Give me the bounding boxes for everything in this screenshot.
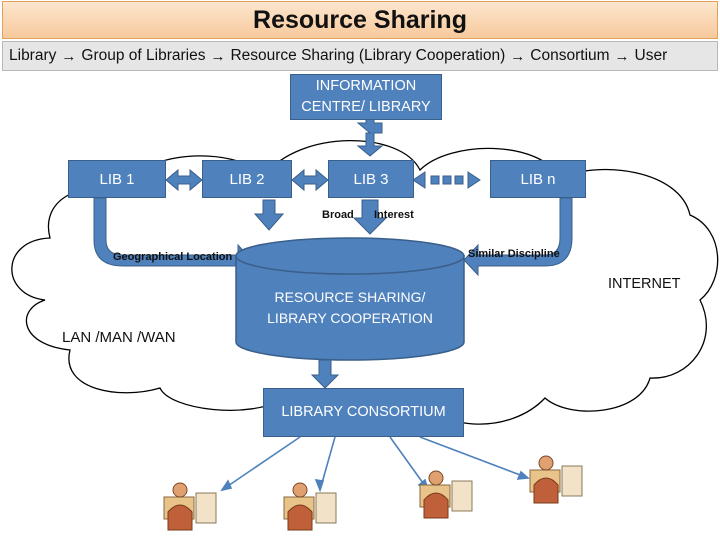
flow-step: Group of Libraries [81,47,206,64]
arrow-right-icon: → [614,47,630,65]
geographical-location-label: Geographical Location [113,251,233,263]
lib1-label: LIB 1 [99,170,135,188]
broad-label: Broad [322,209,354,221]
resource-sharing-cylinder-icon [235,237,465,361]
slide-title-bar: Resource Sharing [2,1,718,39]
lib1-box: LIB 1 [68,160,166,198]
user-icon [283,482,337,531]
interest-label: Interest [374,209,414,221]
info-centre-line: CENTRE/ LIBRARY [301,99,431,115]
resource-sharing-line: LIBRARY COOPERATION [267,310,433,326]
user-icon [163,482,217,531]
library-consortium-box: LIBRARY CONSORTIUM [263,388,464,437]
libn-box: LIB n [490,160,586,198]
internet-label: INTERNET [608,276,681,292]
library-consortium-label: LIBRARY CONSORTIUM [281,404,446,420]
resource-sharing-label: RESOURCE SHARING/ LIBRARY COOPERATION [236,287,464,329]
flow-step: Resource Sharing (Library Cooperation) [230,47,506,64]
lib2-label: LIB 2 [229,170,265,188]
libn-label: LIB n [520,170,556,188]
resource-sharing-line: RESOURCE SHARING/ [274,289,426,305]
flow-step: Consortium [530,47,610,64]
flow-breadcrumb: Library → Group of Libraries → Resource … [2,41,718,71]
information-centre-box: INFORMATION CENTRE/ LIBRARY [290,74,442,120]
cylinder-consortium-arrow-icon [310,359,340,389]
arrow-right-icon: → [510,47,526,65]
lib3-label: LIB 3 [353,170,389,188]
ellipsis-connector-icon [412,171,481,189]
info-centre-line: INFORMATION [315,78,417,94]
network-label: LAN /MAN /WAN [62,329,176,346]
user-connector-lines [220,436,530,493]
user-icon [529,455,583,504]
lib3-down-arrow-icon [352,199,388,235]
arrow-right-icon: → [61,47,77,65]
lib2-down-arrow-icon [253,199,285,231]
similar-discipline-label: Similar Discipline [468,248,560,260]
lib2-box: LIB 2 [202,160,292,198]
arrow-right-icon: → [210,47,226,65]
slide-title: Resource Sharing [253,5,467,34]
user-icon [419,470,473,519]
lib3-box: LIB 3 [328,160,414,198]
libn-curve-arrow-icon [463,197,573,277]
flow-step: Library [9,47,57,64]
flow-step: User [634,47,668,64]
